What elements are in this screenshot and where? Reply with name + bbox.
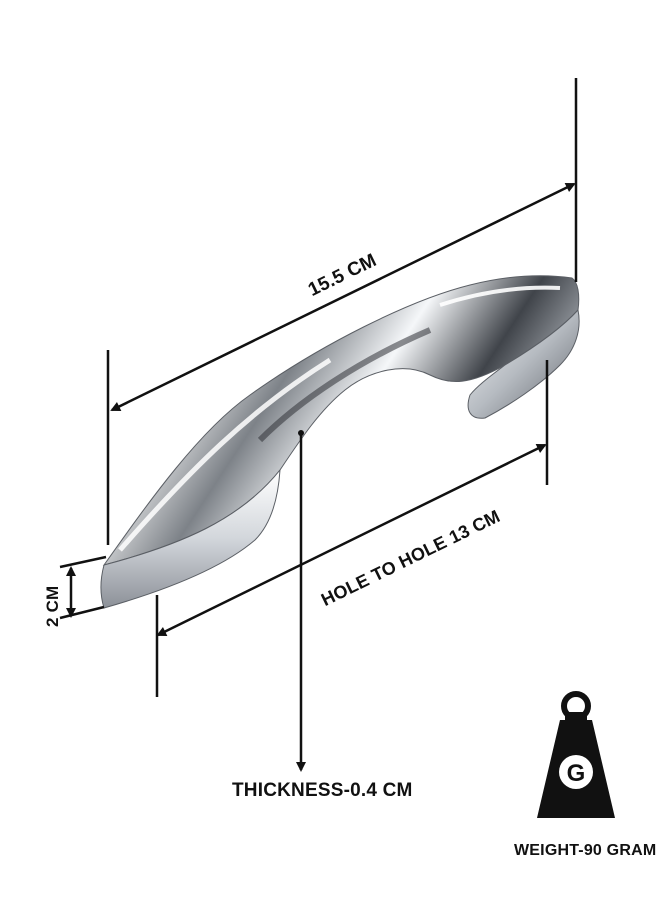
dimension-lines <box>59 78 578 772</box>
overall-length-arrow <box>110 182 576 412</box>
height-extension-top <box>59 555 107 569</box>
thickness-pointer-dot <box>298 430 304 436</box>
thickness-label: THICKNESS-0.4 CM <box>232 780 413 801</box>
hole-to-hole-arrow <box>156 443 547 637</box>
weight-icon: G <box>537 691 615 818</box>
height-extension-bottom <box>59 605 105 620</box>
cabinet-handle <box>100 275 580 609</box>
weight-label: WEIGHT-90 GRAM <box>514 842 657 859</box>
weight-icon-letter: G <box>567 760 586 787</box>
height-label: 2 CM <box>43 585 62 627</box>
